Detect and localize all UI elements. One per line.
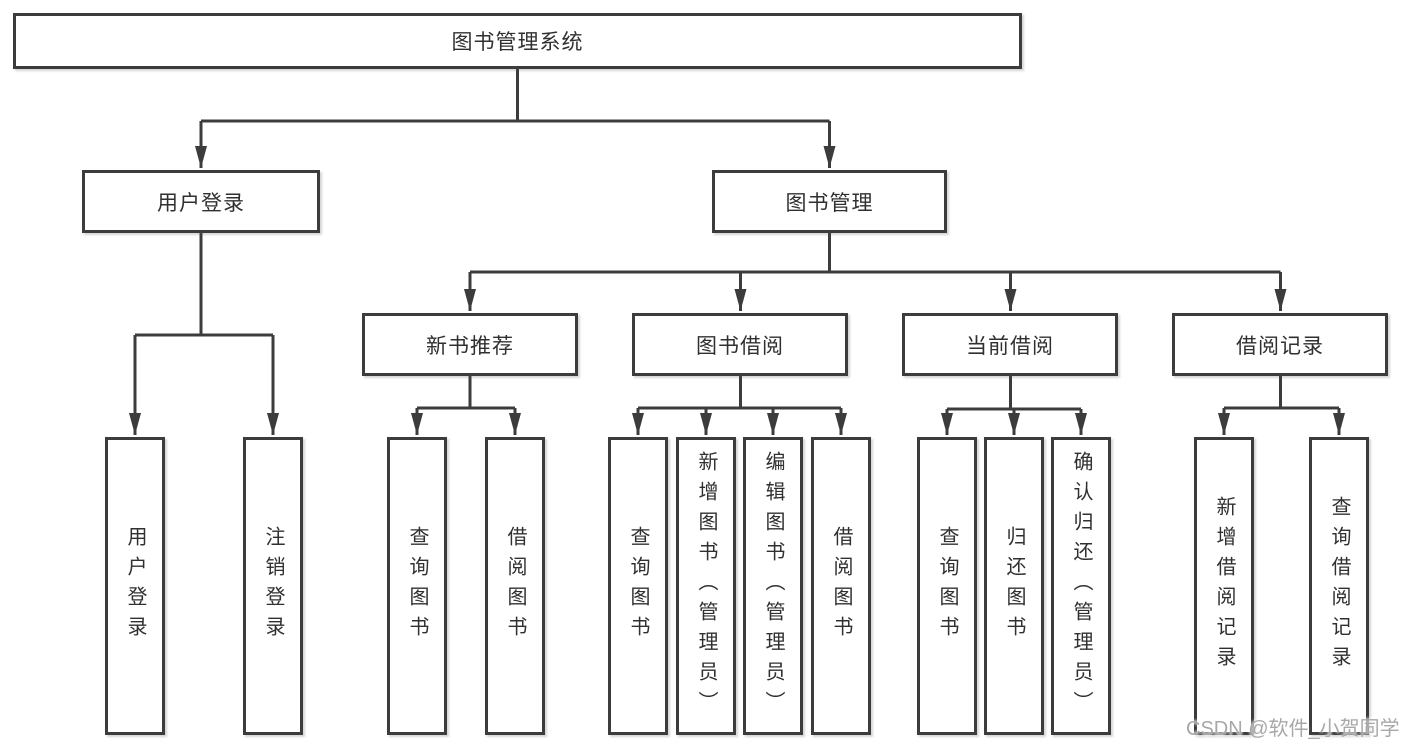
node-label: 用户登录	[157, 191, 245, 215]
leaf-user-login: 用户登录	[105, 437, 165, 735]
node-label: 确认归还（管理员）	[1070, 451, 1092, 721]
connector-borrow-record-children	[1218, 376, 1345, 435]
node-borrow-record: 借阅记录	[1172, 313, 1388, 376]
connector-user-login-children	[129, 233, 279, 435]
leaf-edit-book-admin: 编辑图书（管理员）	[743, 437, 803, 735]
node-label: 归还图书	[1003, 526, 1025, 646]
node-label: 借阅记录	[1236, 334, 1324, 358]
leaf-query-book-current: 查询图书	[917, 437, 977, 735]
leaf-query-book-borrow: 查询图书	[608, 437, 668, 735]
connector-root-to-level2	[195, 69, 836, 168]
node-label: 新书推荐	[426, 334, 514, 358]
node-label: 查询图书	[627, 526, 649, 646]
leaf-borrow-book-recommend: 借阅图书	[485, 437, 545, 735]
node-library-management-system: 图书管理系统	[13, 13, 1022, 69]
leaf-confirm-return-admin: 确认归还（管理员）	[1051, 437, 1111, 735]
node-label: 注销登录	[262, 526, 284, 646]
leaf-query-borrow-record: 查询借阅记录	[1309, 437, 1369, 735]
node-label: 查询借阅记录	[1328, 496, 1350, 676]
connector-book-management-to-level3	[464, 233, 1287, 311]
leaf-add-borrow-record: 新增借阅记录	[1194, 437, 1254, 735]
node-label: 借阅图书	[504, 526, 526, 646]
leaf-logout: 注销登录	[243, 437, 303, 735]
leaf-add-book-admin: 新增图书（管理员）	[676, 437, 736, 735]
node-label: 图书管理系统	[451, 31, 584, 54]
node-label: 新增图书（管理员）	[695, 451, 717, 721]
node-label: 查询图书	[406, 526, 428, 646]
watermark: CSDN @软件_小贺同学	[1186, 718, 1400, 740]
node-new-book-recommend: 新书推荐	[362, 313, 578, 376]
node-user-login: 用户登录	[82, 170, 320, 233]
leaf-return-book: 归还图书	[984, 437, 1044, 735]
node-label: 编辑图书（管理员）	[762, 451, 784, 721]
node-label: 图书管理	[785, 191, 874, 215]
node-label: 新增借阅记录	[1213, 496, 1235, 676]
node-book-management: 图书管理	[712, 170, 947, 233]
leaf-borrow-book: 借阅图书	[811, 437, 871, 735]
node-label: 当前借阅	[966, 334, 1054, 358]
node-label: 用户登录	[124, 526, 146, 646]
leaf-query-book-recommend: 查询图书	[387, 437, 447, 735]
node-current-borrow: 当前借阅	[902, 313, 1118, 376]
connector-book-borrow-children	[632, 376, 847, 435]
node-label: 借阅图书	[830, 526, 852, 646]
node-label: 图书借阅	[696, 334, 784, 358]
connector-new-book-children	[411, 376, 521, 435]
connector-current-borrow-children	[941, 376, 1087, 435]
node-label: 查询图书	[936, 526, 958, 646]
node-book-borrow: 图书借阅	[632, 313, 848, 376]
